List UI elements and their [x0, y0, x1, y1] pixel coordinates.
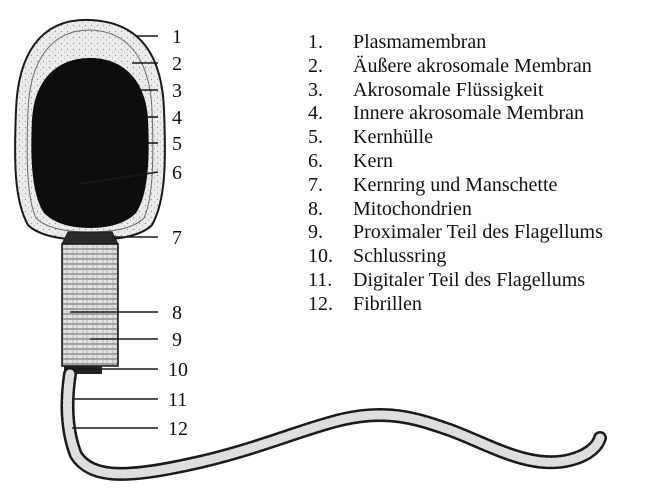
legend-text: Plasmamembran: [353, 31, 486, 55]
legend-number: 10.: [308, 245, 346, 269]
callout-11: 11: [168, 390, 187, 410]
neck-ring: [62, 232, 118, 244]
legend-text: Mitochondrien: [353, 198, 472, 222]
legend-item: 11. Digitaler Teil des Flagellums: [308, 269, 668, 293]
callout-4: 4: [172, 108, 182, 128]
midpiece: [62, 244, 118, 366]
legend-item: 5. Kernhülle: [308, 126, 668, 150]
legend-number: 4.: [308, 102, 346, 126]
legend-number: 7.: [308, 174, 346, 198]
legend-text: Kernring und Manschette: [353, 174, 557, 198]
legend-text: Fibrillen: [353, 293, 422, 317]
legend-item: 12. Fibrillen: [308, 293, 668, 317]
callout-10: 10: [168, 360, 188, 380]
legend-text: Kern: [353, 150, 393, 174]
legend-number: 6.: [308, 150, 346, 174]
legend-text: Digitaler Teil des Flagellums: [353, 269, 585, 293]
legend-text: Akrosomale Flüssigkeit: [353, 79, 544, 103]
legend-number: 5.: [308, 126, 346, 150]
callout-5: 5: [172, 134, 182, 154]
legend-text: Schlussring: [353, 245, 446, 269]
callout-6: 6: [172, 163, 182, 183]
callout-8: 8: [172, 303, 182, 323]
legend-number: 1.: [308, 31, 346, 55]
flagellum-inner: [68, 374, 600, 474]
legend-number: 11.: [308, 269, 346, 293]
legend-item: 9. Proximaler Teil des Flagellums: [308, 221, 668, 245]
legend-text: Innere akrosomale Membran: [353, 102, 584, 126]
legend-number: 2.: [308, 55, 346, 79]
callout-7: 7: [172, 228, 182, 248]
callout-1: 1: [172, 27, 182, 47]
legend-number: 9.: [308, 221, 346, 245]
legend-item: 4. Innere akrosomale Membran: [308, 102, 668, 126]
callout-12: 12: [168, 419, 188, 439]
callout-3: 3: [172, 81, 182, 101]
legend: 1. Plasmamembran 2. Äußere akrosomale Me…: [308, 31, 668, 317]
legend-item: 1. Plasmamembran: [308, 31, 668, 55]
callout-2: 2: [172, 54, 182, 74]
legend-number: 3.: [308, 79, 346, 103]
legend-item: 2. Äußere akrosomale Membran: [308, 55, 668, 79]
nucleus: [31, 58, 148, 228]
legend-text: Kernhülle: [353, 126, 433, 150]
legend-text: Proximaler Teil des Flagellums: [353, 221, 603, 245]
legend-number: 8.: [308, 198, 346, 222]
legend-item: 10. Schlussring: [308, 245, 668, 269]
legend-item: 6. Kern: [308, 150, 668, 174]
legend-item: 7. Kernring und Manschette: [308, 174, 668, 198]
legend-text: Äußere akrosomale Membran: [353, 55, 592, 79]
legend-item: 8. Mitochondrien: [308, 198, 668, 222]
callout-9: 9: [172, 330, 182, 350]
legend-item: 3. Akrosomale Flüssigkeit: [308, 79, 668, 103]
legend-number: 12.: [308, 293, 346, 317]
